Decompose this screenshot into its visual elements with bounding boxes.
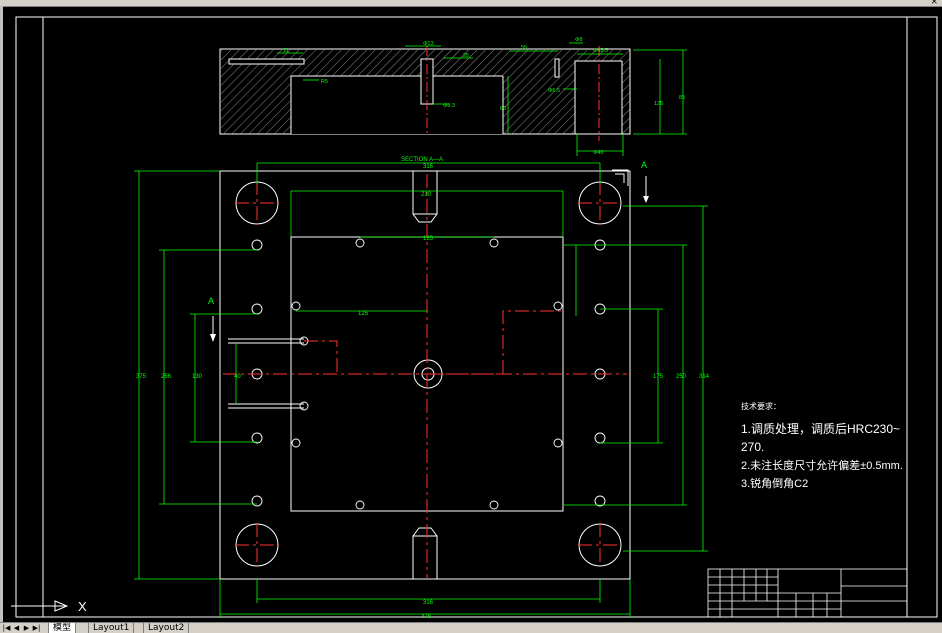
dim-right-outer: 314 [699,374,710,380]
dim-left-mid: 256 [161,374,172,380]
technical-notes: 技术要求： 1.调质处理，调质后HRC230~ 270. 2.未注长度尺寸允许偏… [741,401,903,490]
dim-bottom-inner: 316 [423,600,434,606]
tab-model[interactable]: 模型 [48,623,77,633]
svg-text:A: A [641,160,647,170]
section-marker-right: A [641,160,649,203]
dim-sec-phi43-5: Φ43.5 [593,48,608,54]
prev-tab-icon[interactable]: ◀ [13,624,20,632]
notes-line-1: 1.调质处理，调质后HRC230~ [741,422,900,436]
notes-title: 技术要求： [741,401,781,411]
dim-sec-phi13: Φ13 [423,41,434,47]
plan-view: SECTION A—A [134,157,710,620]
close-icon[interactable]: × [930,0,938,7]
drawing-canvas[interactable]: 11 R5 Φ13 25 55 Φ8 Φ43.5 Φ6.5 Φ8.3 60 12… [3,6,942,622]
left-edge [0,6,3,622]
section-label: SECTION A—A [401,157,443,163]
dim-left-small: 40 [234,374,241,380]
last-tab-icon[interactable]: ▶| [32,624,41,632]
dim-left-outer: 375 [136,374,147,380]
next-tab-icon[interactable]: ▶ [23,624,30,632]
dim-sec-phi6-5: Φ6.5 [548,88,560,94]
dim-sec-85: 85 [679,95,685,101]
dim-offset-125: 125 [358,311,369,317]
ucs-icon: X [11,599,87,614]
svg-text:X: X [78,599,87,614]
dim-right-mid: 250 [676,374,687,380]
dim-sec-phi40: Φ40 [593,150,604,156]
dim-bottom-outer: 375 [421,614,432,620]
dim-inner-width: 210 [421,192,432,198]
layout-tab-bar: |◀ ◀ ▶ ▶| 模型 Layout1 Layout2 [0,622,942,633]
notes-line-2: 270. [741,440,764,454]
section-view: 11 R5 Φ13 25 55 Φ8 Φ43.5 Φ6.5 Φ8.3 60 12… [219,37,687,156]
dim-left-inner: 130 [192,374,203,380]
section-marker-left: A [208,296,216,342]
title-block [707,568,908,618]
title-bar: × [0,0,942,7]
dim-right-inner: 175 [653,374,664,380]
svg-text:A: A [208,296,214,306]
dim-sec-11: 11 [283,48,289,54]
dim-sec-phi8: Φ8 [575,37,582,43]
first-tab-icon[interactable]: |◀ [2,624,11,632]
dim-sec-125: 125 [654,101,663,107]
dim-sec-25: 25 [463,53,469,59]
notes-line-4: 3.锐角倒角C2 [741,476,808,490]
dim-sec-r5: R5 [321,79,328,85]
tab-layout2[interactable]: Layout2 [143,623,190,633]
dim-sec-60: 60 [500,106,506,112]
dim-hole-spacing-top: 125 [423,236,434,242]
sheet-border-inner [42,16,908,618]
dim-sec-55: 55 [521,45,527,51]
dim-sec-phi8-3: Φ8.3 [443,103,455,109]
dim-top-width: 316 [423,164,434,170]
notes-line-3: 2.未注长度尺寸允许偏差±0.5mm. [741,458,903,472]
tab-layout1[interactable]: Layout1 [88,623,135,633]
